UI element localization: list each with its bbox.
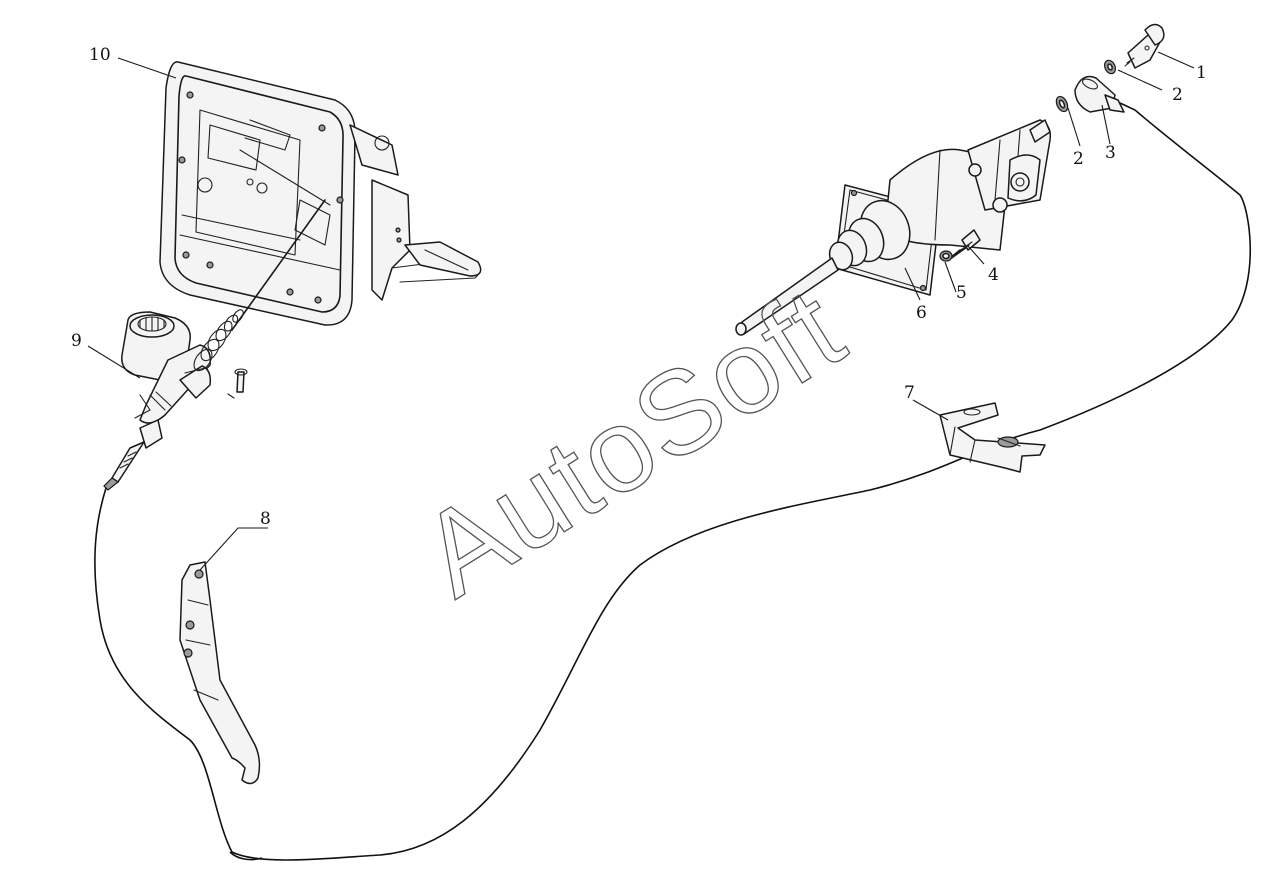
- dust-boot: [193, 309, 244, 372]
- callout-2-upper: 2: [1172, 85, 1183, 105]
- callout-2-lower: 2: [1073, 149, 1084, 169]
- booster-boot: [828, 199, 911, 271]
- clutch-booster: [735, 119, 1052, 336]
- clutch-master-cylinder: [103, 199, 326, 491]
- pedal-box-assembly: [159, 61, 482, 326]
- callout-5: 5: [956, 283, 967, 303]
- callout-1: 1: [1196, 63, 1207, 83]
- callout-10: 10: [89, 45, 111, 65]
- callout-leaders: [87, 51, 1195, 571]
- hose-clip-bracket: [939, 402, 1046, 473]
- callout-6: 6: [916, 303, 927, 323]
- callout-9: 9: [71, 331, 82, 351]
- callout-7: 7: [904, 383, 915, 403]
- callout-8: 8: [260, 509, 271, 529]
- hose-bracket: [179, 561, 261, 785]
- watermark: AutoSoft: [399, 262, 866, 622]
- callout-4: 4: [988, 265, 999, 285]
- bolt-and-nut: [939, 229, 981, 262]
- banjo-fitting: [1055, 23, 1165, 113]
- callout-3: 3: [1105, 143, 1116, 163]
- hydraulic-hose: [94, 102, 1252, 861]
